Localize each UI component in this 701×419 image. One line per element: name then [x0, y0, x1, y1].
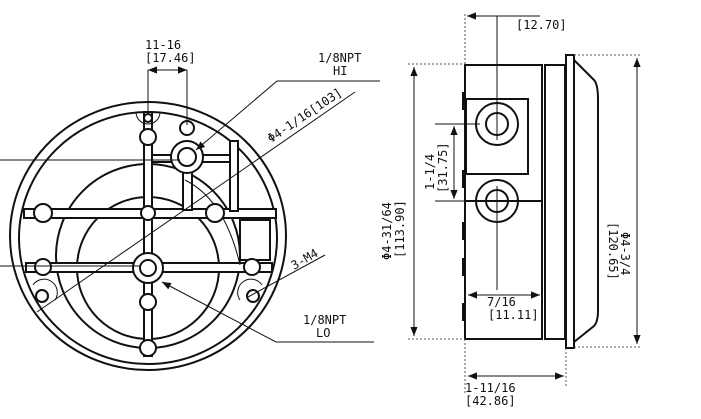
- hi-label-2: HI: [333, 64, 347, 78]
- hi-port: [170, 140, 204, 174]
- width-mm: [17.46]: [145, 51, 196, 65]
- bezel-dia-mm: [120.65]: [606, 222, 620, 280]
- case-flange: [544, 64, 566, 340]
- port-depth-frac: 7/16: [487, 295, 516, 309]
- hi-label-1: 1/8NPT: [318, 51, 361, 65]
- lo-port: [132, 252, 164, 284]
- bezel-dia-frac: Φ4-3/4: [618, 232, 632, 275]
- side-view: [12.70] Φ4-31/64 [113.90] Φ4-3/4 [120.65…: [380, 12, 641, 408]
- offset-label: [12.70]: [516, 18, 567, 32]
- port-spacing-frac: 1-1/4: [423, 154, 437, 190]
- front-view: 11-16 [17.46] 1/8NPT HI Φ4-1/16[103] 3-M…: [0, 38, 380, 371]
- body-dia-mm: [113.90]: [393, 200, 407, 258]
- overall-depth-frac: 1-11/16: [465, 381, 516, 395]
- diameter-leader: [36, 91, 356, 313]
- rib-vertical: [143, 111, 153, 357]
- lo-label-2: LO: [316, 326, 330, 340]
- overall-depth-mm: [42.86]: [465, 394, 516, 408]
- bezel-plate: [565, 54, 575, 349]
- body-dia-frac: Φ4-31/64: [380, 202, 394, 260]
- port-spacing-mm: [31.75]: [436, 142, 450, 193]
- width-frac: 11-16: [145, 38, 181, 52]
- bolt-circle-label: Φ4-1/16[103]: [265, 85, 345, 145]
- hi-leader: [195, 80, 380, 151]
- lo-leader: [161, 281, 374, 343]
- bezel-glass: [573, 59, 599, 343]
- side-mount-tabs: [462, 92, 465, 321]
- port-depth-mm: [11.11]: [488, 308, 539, 322]
- lo-label-1: 1/8NPT: [303, 313, 346, 327]
- side-block: [239, 219, 271, 261]
- screw-label: 3-M4: [289, 246, 321, 273]
- screw-leader: [247, 254, 326, 298]
